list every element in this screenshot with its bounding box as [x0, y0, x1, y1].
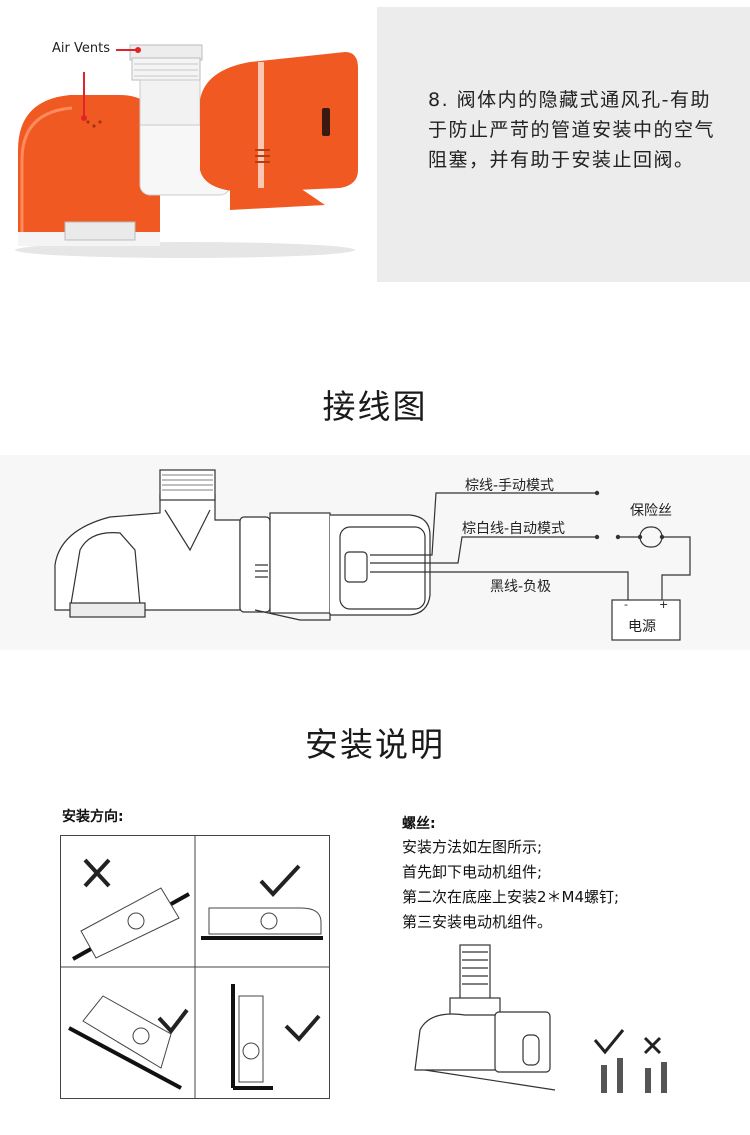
orientation-wrong: [72, 858, 190, 961]
wiring-diagram-drawing: [54, 469, 691, 641]
screw-step-3: 第二次在底座上安装2＊M4螺钉;: [402, 888, 620, 906]
feature-description: 8. 阀体内的隐藏式通风孔-有助于防止严苛的管道安装中的空气阻塞，并有助于安装止…: [428, 89, 716, 171]
screw-step-2: 首先卸下电动机组件;: [402, 863, 543, 881]
feature-section: Air Vents 8. 阀体内的隐藏式通风孔-有助于防止严苛的管道安装中的空气…: [0, 0, 750, 290]
battery-minus: -: [624, 598, 628, 611]
installation-title: 安装说明: [305, 725, 445, 764]
fuse-label: 保险丝: [630, 503, 672, 519]
power-label: 电源: [628, 619, 656, 635]
orientation-correct-incline: [68, 995, 189, 1090]
direction-label: 安装方向:: [62, 809, 124, 825]
screw-wrong-icon: [643, 1036, 667, 1093]
screw-step-1: 安装方法如左图所示;: [402, 838, 543, 856]
base-screw-illustration: [414, 944, 667, 1093]
screw-step-4: 第三安装电动机组件。: [402, 913, 553, 931]
brown-wire-label: 棕线-手动模式: [465, 478, 555, 494]
battery-plus: +: [659, 598, 669, 611]
screw-correct-icon: [593, 1029, 625, 1093]
pump-photo: [15, 44, 358, 258]
orientation-grid: [60, 835, 330, 1099]
orientation-correct-vertical: [231, 984, 321, 1090]
feature-panel: [377, 7, 750, 282]
screw-title: 螺丝:: [402, 816, 436, 832]
black-wire-label: 黑线-负极: [490, 579, 552, 595]
air-vents-label: Air Vents: [52, 41, 110, 56]
wiring-title: 接线图: [322, 387, 428, 426]
orientation-grid-drawing: [61, 836, 329, 1098]
orientation-correct-flat: [201, 864, 323, 940]
brown-white-wire-label: 棕白线-自动模式: [462, 521, 566, 537]
